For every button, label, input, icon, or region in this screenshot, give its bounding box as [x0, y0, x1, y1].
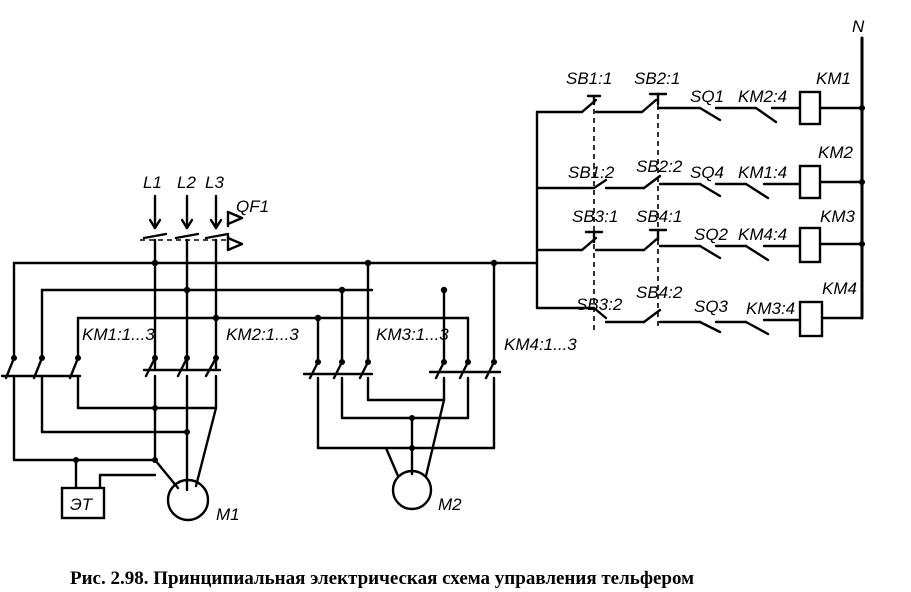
label-km2-contacts: KM2:1...3: [226, 325, 299, 344]
labels: N L1 L2 L3 QF1 SB1:1 SB2:1 SB1:2 SB2:2 S…: [70, 17, 865, 589]
trip-symbol: [226, 236, 244, 252]
label-km2: KM2: [818, 143, 854, 162]
figure-caption: Рис. 2.98. Принципиальная электрическая …: [70, 568, 694, 589]
label-sq2: SQ2: [694, 225, 729, 244]
power-circuit: [0, 194, 539, 522]
contacts-km4: [428, 359, 502, 380]
brake-et: [60, 486, 106, 520]
label-n: N: [852, 17, 865, 36]
label-km1-4: KM1:4: [738, 163, 787, 182]
label-km4: KM4: [822, 279, 857, 298]
label-et: ЭТ: [70, 495, 94, 514]
contacts-km3: [302, 359, 374, 380]
label-sb2-1: SB2:1: [634, 69, 680, 88]
label-km3-4: KM3:4: [746, 299, 795, 318]
coil-km4: [798, 300, 824, 338]
motor-m1: [166, 478, 210, 522]
coil-km1: [798, 90, 822, 126]
coil-km3: [798, 226, 822, 264]
label-sb1-1: SB1:1: [566, 69, 612, 88]
label-sb4-2: SB4:2: [636, 283, 683, 302]
label-l2: L2: [177, 173, 196, 192]
label-sb2-2: SB2:2: [636, 157, 683, 176]
label-sq3: SQ3: [694, 297, 729, 316]
label-m2: M2: [438, 495, 462, 514]
rung-km4: [576, 300, 864, 338]
label-km4-4: KM4:4: [738, 225, 787, 244]
trip-symbol: [226, 210, 244, 226]
control-circuit: [535, 36, 865, 338]
label-sb3-2: SB3:2: [576, 295, 623, 314]
rung-km1: [576, 90, 865, 126]
motor-m2: [391, 469, 433, 511]
label-qf1: QF1: [236, 197, 269, 216]
contacts-km1: [0, 355, 82, 380]
label-m1: M1: [216, 505, 240, 524]
label-km3-contacts: KM3:1...3: [376, 325, 449, 344]
label-sb4-1: SB4:1: [636, 207, 682, 226]
label-sq1: SQ1: [690, 87, 724, 106]
label-km4-contacts: KM4:1...3: [504, 335, 577, 354]
coil-km2: [798, 164, 822, 200]
label-km1: KM1: [816, 69, 851, 88]
label-l1: L1: [143, 173, 162, 192]
label-km2-4: KM2:4: [738, 87, 787, 106]
label-sq4: SQ4: [690, 163, 724, 182]
label-km1-contacts: KM1:1...3: [82, 325, 155, 344]
label-l3: L3: [205, 173, 224, 192]
label-sb1-2: SB1:2: [568, 163, 615, 182]
label-km3: KM3: [820, 207, 856, 226]
label-sb3-1: SB3:1: [572, 207, 618, 226]
contacts-km2: [142, 355, 222, 378]
